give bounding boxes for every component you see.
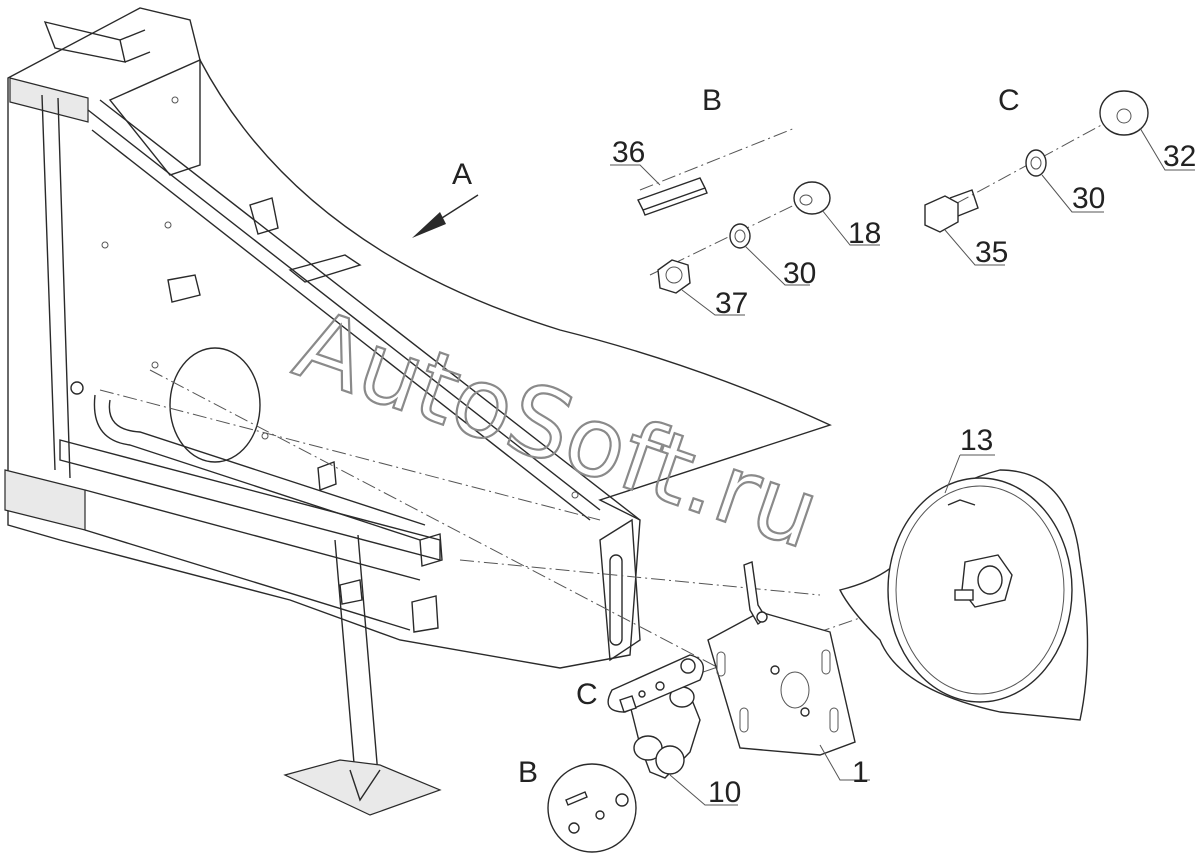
callout-b-label: B xyxy=(518,756,538,789)
spring-washer-30-b xyxy=(729,223,751,249)
part-label-1: 1 xyxy=(852,756,869,789)
part-label-13: 13 xyxy=(960,424,993,457)
callout-c-label: C xyxy=(576,678,598,711)
washer-32 xyxy=(1099,90,1149,136)
bolt-35 xyxy=(924,195,959,233)
part-label-35: 35 xyxy=(975,236,1008,269)
detail-c-group: C 32 30 35 xyxy=(924,84,1196,269)
part-label-36: 36 xyxy=(612,136,645,169)
part-label-30-c: 30 xyxy=(1072,182,1105,215)
part-label-10: 10 xyxy=(708,776,741,809)
spring-washer-30-c xyxy=(1025,149,1047,177)
part-label-18: 18 xyxy=(848,217,881,250)
detail-b-heading: B xyxy=(702,84,722,117)
part-label-32: 32 xyxy=(1163,140,1196,173)
view-arrow-a-label: A xyxy=(452,158,472,191)
detail-b-group: B 36 18 30 37 xyxy=(610,84,881,320)
callout-c-linkage: C xyxy=(576,654,704,713)
callout-b-detail: B xyxy=(518,756,637,853)
mounting-plate-1: 1 xyxy=(707,561,870,789)
frame-structure xyxy=(4,7,832,816)
hinge-assembly-10: 10 xyxy=(629,686,741,809)
view-arrow-a: A xyxy=(412,158,479,238)
detail-c-heading: C xyxy=(998,84,1020,117)
disc-shield-13: 13 xyxy=(838,424,1089,721)
watermark: AutoSoft.ru xyxy=(281,287,833,572)
part-label-30-b: 30 xyxy=(783,257,816,290)
nut-37 xyxy=(657,259,691,294)
watermark-text: AutoSoft.ru xyxy=(283,288,833,571)
part-label-37: 37 xyxy=(715,287,748,320)
